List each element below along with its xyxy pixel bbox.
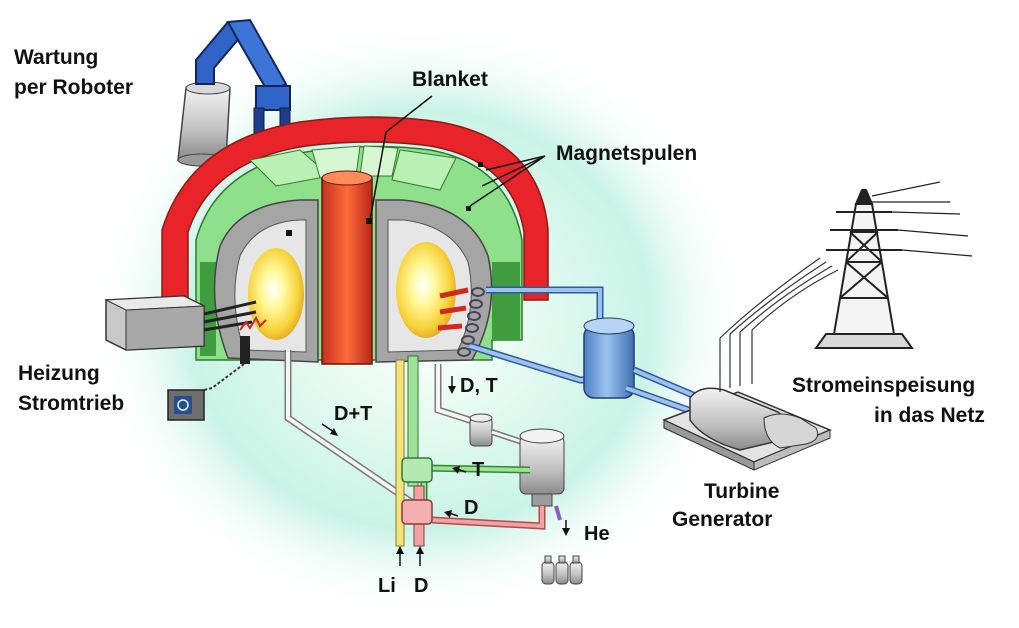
power-pylon	[814, 181, 973, 349]
separator-tank-large	[519, 435, 565, 495]
maintenance-robot	[177, 18, 291, 167]
label-wartung-line2: per Roboter	[14, 76, 133, 99]
label-heizung-line1: Heizung	[18, 362, 100, 385]
tokamak-reactor	[161, 116, 549, 365]
label-d-plus-t: D+T	[334, 403, 372, 425]
leader-lines	[369, 95, 546, 221]
label-d-mid: D	[464, 497, 478, 519]
label-strom-line2: in das Netz	[874, 404, 985, 427]
label-turbine-line1: Turbine	[704, 480, 779, 503]
plasma-right	[396, 242, 456, 338]
heat-exchanger-coil	[457, 287, 485, 357]
label-li: Li	[378, 575, 396, 597]
label-strom-line1: Stromeinspeisung	[792, 374, 975, 397]
heating-system	[104, 295, 267, 421]
label-t: T	[472, 459, 484, 481]
magnet-coils	[161, 116, 549, 301]
turbine-generator	[662, 257, 839, 471]
fuel-circuit	[284, 350, 583, 585]
central-solenoid	[321, 177, 373, 365]
label-d-bottom: D	[414, 575, 428, 597]
label-d-comma-t: D, T	[460, 375, 498, 397]
label-magnetspulen: Magnetspulen	[556, 142, 697, 165]
label-heizung-line2: Stromtrieb	[18, 392, 124, 415]
coolant-circuit	[468, 286, 702, 416]
label-he: He	[584, 523, 610, 545]
helium-bottles	[541, 555, 583, 585]
label-turbine-line2: Generator	[672, 508, 772, 531]
label-wartung-line1: Wartung	[14, 46, 98, 69]
label-blanket: Blanket	[412, 68, 488, 91]
plasma-left	[248, 248, 304, 340]
